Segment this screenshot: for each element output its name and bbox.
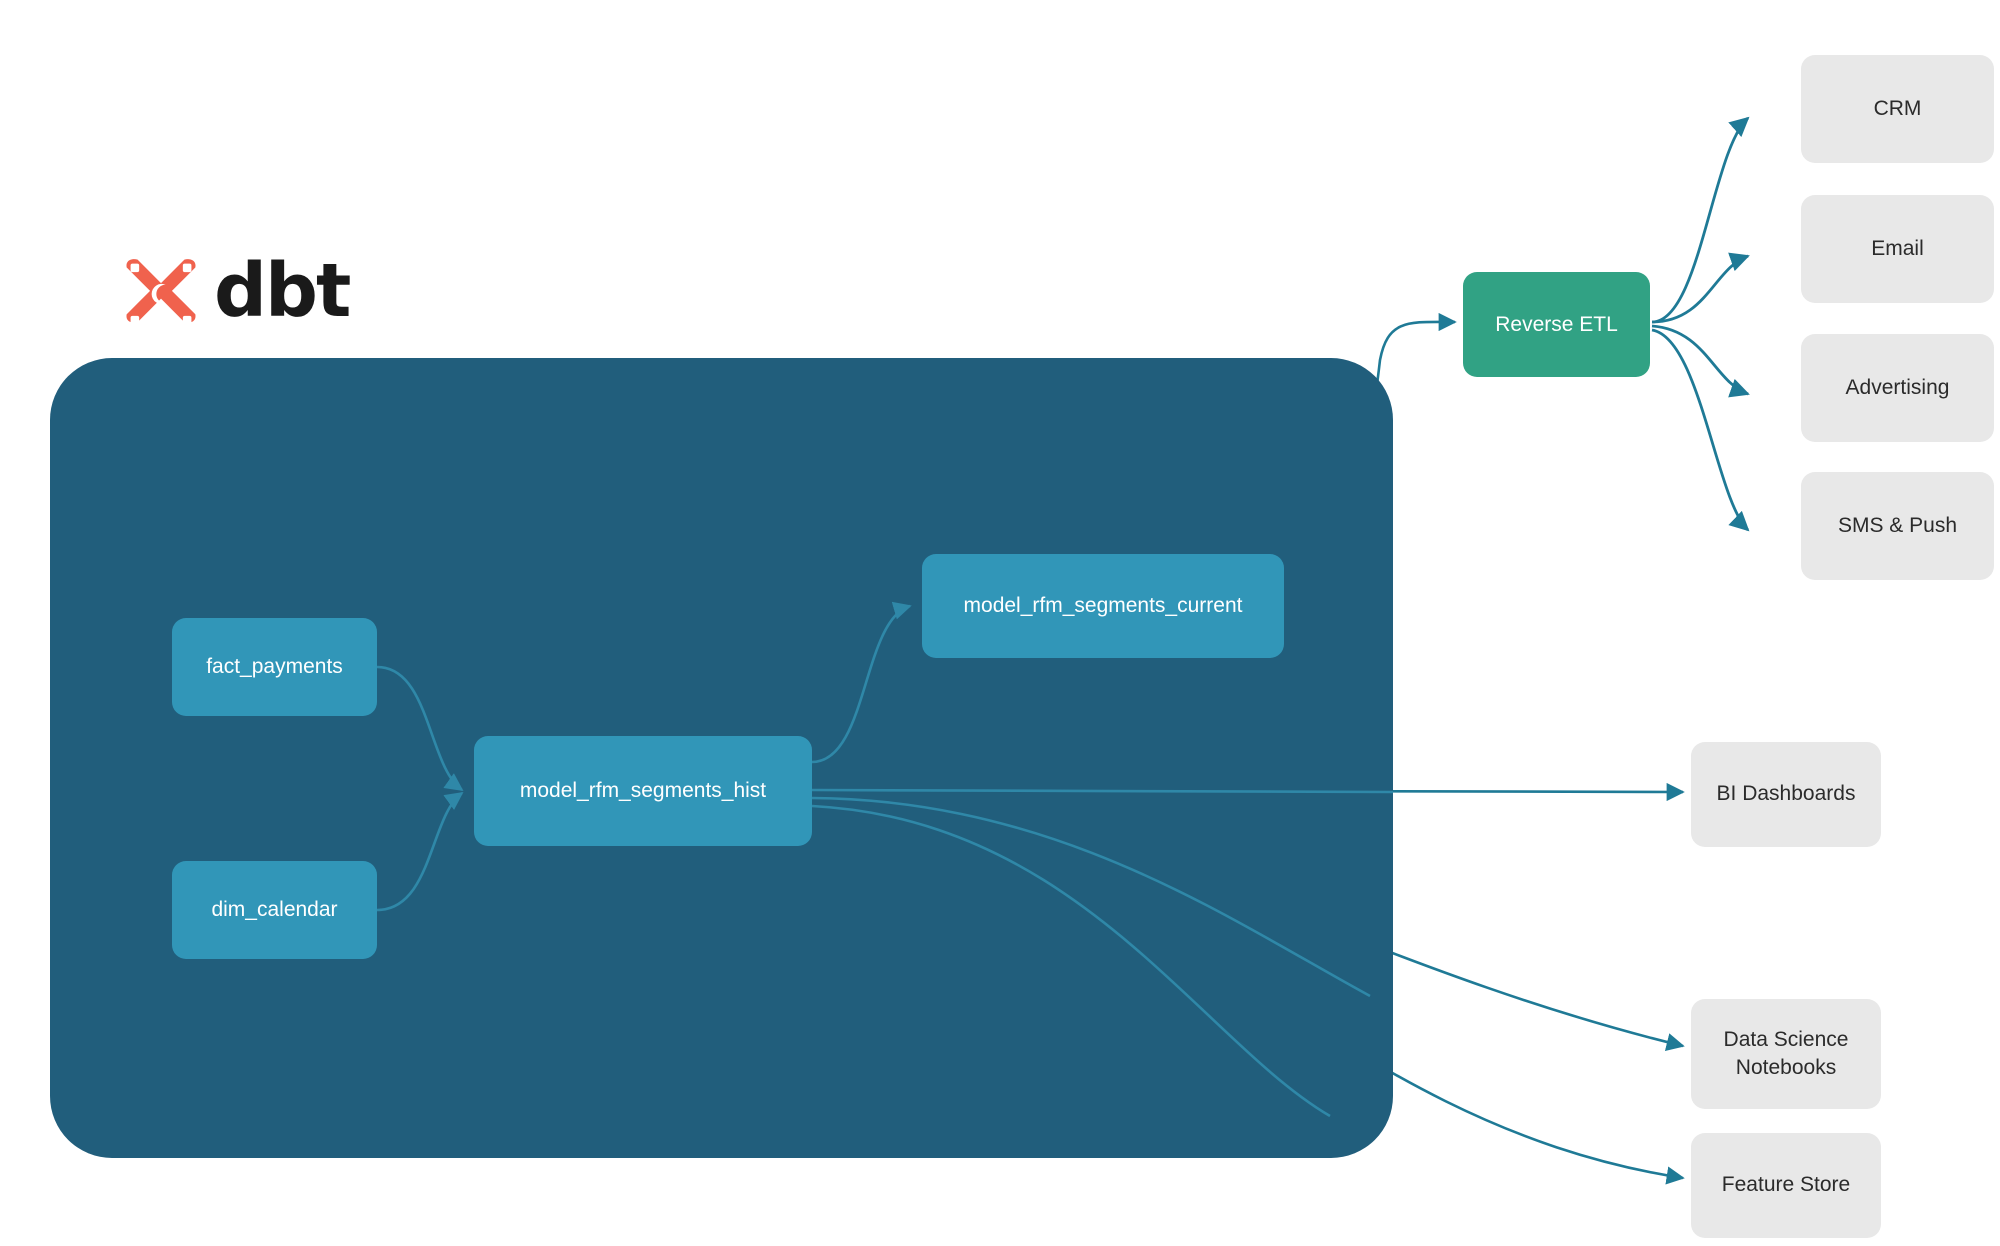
model-node-label: fact_payments [206,655,343,678]
edge-reverse-etl-to-email [1651,252,1750,324]
destination-label: Email [1871,236,1924,260]
destination-label: Feature Store [1721,1173,1851,1197]
model-node-rfm-segments-hist[interactable]: model_rfm_segments_hist [474,736,812,846]
destination-label: Advertising [1845,375,1950,399]
model-node-label: model_rfm_segments_hist [519,779,767,802]
destination-label: BI Dashboards [1716,782,1856,806]
edge-reverse-etl-to-sms-push [1651,328,1750,532]
model-node-fact-payments[interactable]: fact_payments [172,618,377,716]
model-node-rfm-segments-current[interactable]: model_rfm_segments_current [922,554,1284,658]
model-node-dim-calendar[interactable]: dim_calendar [172,861,377,959]
edge-reverse-etl-to-crm [1651,116,1750,324]
destination-node-bi-dashboards[interactable]: BI Dashboards [1691,742,1881,847]
destination-label: Data Science Notebooks [1723,1027,1849,1079]
destination-node-data-science-notebooks[interactable]: Data Science Notebooks [1691,999,1881,1109]
reverse-etl-fanout-edges [1651,116,1750,532]
destination-node-advertising[interactable]: Advertising [1801,334,1994,442]
dbt-logo-icon [126,259,196,325]
destination-node-feature-store[interactable]: Feature Store [1691,1133,1881,1238]
edge-reverse-etl-to-advertising [1651,324,1750,398]
destination-node-sms-push[interactable]: SMS & Push [1801,472,1994,580]
dbt-wordmark: dbt [214,248,351,334]
destination-label: CRM [1873,96,1922,120]
destination-label: SMS & Push [1837,513,1958,537]
model-node-label: dim_calendar [211,898,338,921]
destination-node-crm[interactable]: CRM [1801,55,1994,163]
dbt-logo: dbt [122,248,351,334]
destination-node-email[interactable]: Email [1801,195,1994,303]
reverse-etl-node[interactable]: Reverse ETL [1463,272,1650,377]
reverse-etl-label: Reverse ETL [1495,312,1618,336]
model-node-label: model_rfm_segments_current [963,594,1243,617]
